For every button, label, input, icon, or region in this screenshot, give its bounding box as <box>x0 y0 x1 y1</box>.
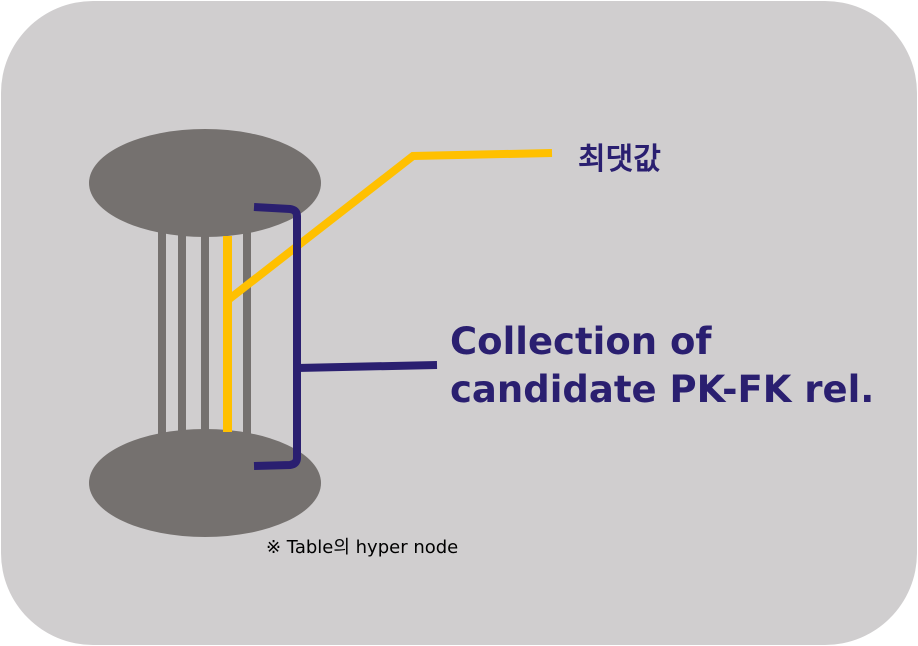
collection-label: Collection of candidate PK-FK rel. <box>450 318 874 414</box>
edge-bars <box>158 228 251 438</box>
edge-bar <box>201 228 209 438</box>
top-table-node <box>89 129 321 237</box>
bottom-table-node <box>89 429 321 537</box>
edge-bar <box>178 228 186 438</box>
collection-pointer-line <box>296 361 438 372</box>
max-edge-bar <box>223 236 232 432</box>
max-value-label: 최댓값 <box>578 142 661 177</box>
collection-label-line1: Collection of <box>450 320 712 363</box>
max-pointer-line <box>225 149 553 304</box>
hyper-node-note: ※ Table의 hyper node <box>266 537 459 558</box>
edge-bar <box>158 228 166 438</box>
collection-label-line2: candidate PK-FK rel. <box>450 368 875 411</box>
collection-bracket <box>253 203 301 470</box>
edge-bar <box>243 228 251 438</box>
